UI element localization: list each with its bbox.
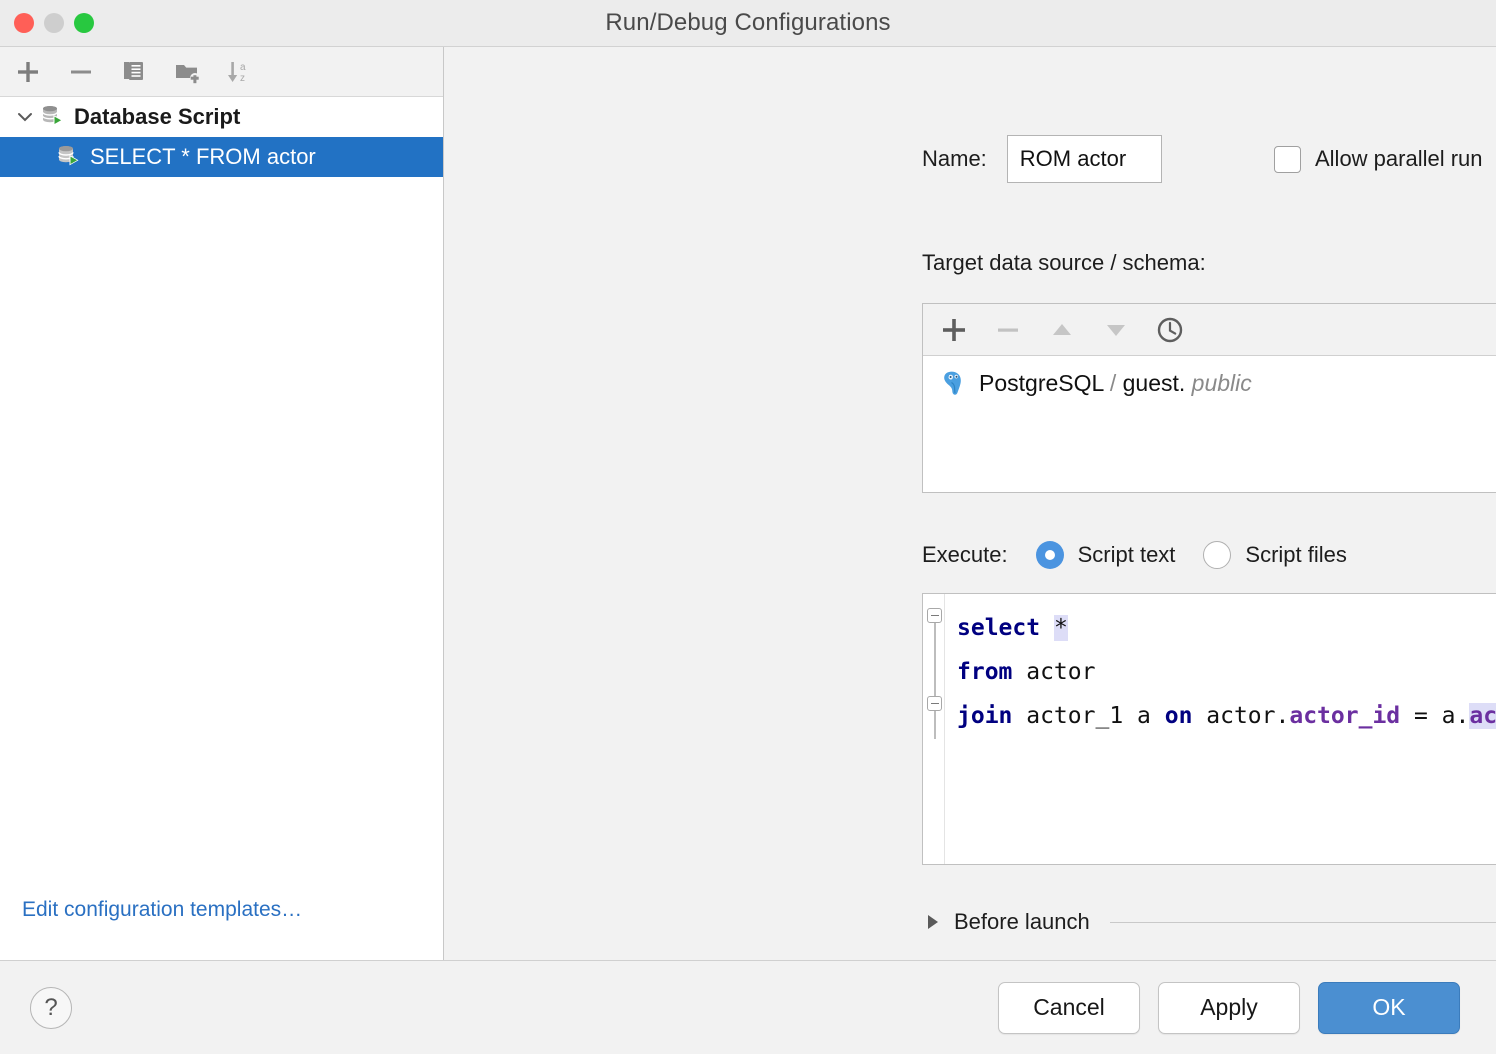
before-launch-label: Before launch <box>954 909 1090 934</box>
copy-icon[interactable] <box>117 55 150 88</box>
chevron-down-icon[interactable] <box>10 102 40 132</box>
postgresql-elephant-icon <box>941 369 967 397</box>
execute-row: Execute: Script text Script files <box>922 535 1347 575</box>
execute-label: Execute: <box>922 542 1008 567</box>
sidebar-toolbar: a z <box>0 47 443 97</box>
remove-icon[interactable] <box>64 55 97 88</box>
sql-code-text[interactable]: select * from actor join actor_1 a on ac… <box>945 594 1496 864</box>
datasource-separator: / <box>1109 369 1117 396</box>
datasource-name: PostgreSQL <box>979 369 1104 396</box>
datasource-list[interactable]: PostgreSQL / guest. public <box>923 356 1496 492</box>
fold-marker-icon[interactable] <box>927 696 942 711</box>
window-controls <box>14 13 94 33</box>
checkbox-box[interactable] <box>1274 145 1301 173</box>
name-row: Name: <box>922 135 1162 183</box>
remove-datasource-icon <box>991 313 1025 347</box>
window-title: Run/Debug Configurations <box>605 9 891 36</box>
sort-alphabetically-icon[interactable]: a z <box>223 55 256 88</box>
radio-script-files-label: Script files <box>1245 542 1347 567</box>
minimize-window-button[interactable] <box>44 13 64 33</box>
radio-button[interactable] <box>1203 541 1232 569</box>
allow-parallel-run-checkbox[interactable]: Allow parallel run <box>1274 135 1483 183</box>
configurations-sidebar: a z <box>0 47 444 960</box>
fold-region-line <box>934 623 936 697</box>
editor-gutter[interactable] <box>923 594 945 864</box>
name-input[interactable] <box>1006 135 1162 183</box>
tree-item-label: SELECT * FROM actor <box>90 144 316 169</box>
svg-text:a: a <box>240 62 246 73</box>
apply-button[interactable]: Apply <box>1158 981 1300 1034</box>
sql-script-editor[interactable]: select * from actor join actor_1 a on ac… <box>922 593 1496 865</box>
title-bar: Run/Debug Configurations <box>0 0 1496 47</box>
radio-script-text-label: Script text <box>1077 542 1176 567</box>
tree-item-select-from-actor[interactable]: SELECT * FROM actor <box>0 137 443 177</box>
allow-parallel-run-label: Allow parallel run <box>1315 146 1483 171</box>
tree-item-database-script[interactable]: Database Script <box>0 97 443 137</box>
datasource-toolbar <box>923 304 1496 356</box>
svg-text:z: z <box>240 73 245 84</box>
section-divider <box>1109 921 1496 923</box>
configuration-editor: Name: Allow parallel run Store as projec… <box>444 47 1496 960</box>
dialog-body: a z <box>0 47 1496 960</box>
help-button[interactable]: ? <box>30 986 72 1029</box>
new-folder-icon[interactable] <box>170 55 203 88</box>
close-window-button[interactable] <box>14 13 34 33</box>
footer-buttons: Cancel Apply OK <box>998 981 1460 1034</box>
add-icon[interactable] <box>11 55 44 88</box>
fold-marker-icon[interactable] <box>927 608 942 623</box>
datasource-database: guest. <box>1122 369 1186 396</box>
move-down-icon <box>1099 313 1133 347</box>
add-datasource-icon[interactable] <box>937 313 971 347</box>
chevron-right-icon[interactable] <box>928 915 938 929</box>
datasource-schema: public <box>1191 369 1252 396</box>
database-script-icon <box>56 144 82 170</box>
edit-configuration-templates-link[interactable]: Edit configuration templates… <box>22 898 303 921</box>
before-launch-section[interactable]: Before launch <box>928 909 1496 935</box>
maximize-window-button[interactable] <box>74 13 94 33</box>
cancel-button[interactable]: Cancel <box>998 981 1140 1034</box>
ok-button[interactable]: OK <box>1318 981 1460 1034</box>
configurations-tree: Database Script SE <box>0 97 443 960</box>
tree-item-label: Database Script <box>74 104 241 129</box>
datasource-panel: PostgreSQL / guest. public <box>922 303 1496 493</box>
move-up-icon <box>1045 313 1079 347</box>
target-datasource-label: Target data source / schema: <box>922 250 1206 275</box>
history-clock-icon[interactable] <box>1153 313 1187 347</box>
datasource-item[interactable]: PostgreSQL / guest. public <box>941 366 1496 400</box>
radio-script-text[interactable]: Script text <box>1035 541 1176 569</box>
name-label: Name: <box>922 146 987 171</box>
database-script-icon <box>40 104 66 130</box>
fold-region-line <box>934 711 936 739</box>
dialog-footer: ? Cancel Apply OK <box>0 960 1496 1054</box>
radio-button[interactable] <box>1035 541 1064 569</box>
radio-script-files[interactable]: Script files <box>1203 541 1347 569</box>
